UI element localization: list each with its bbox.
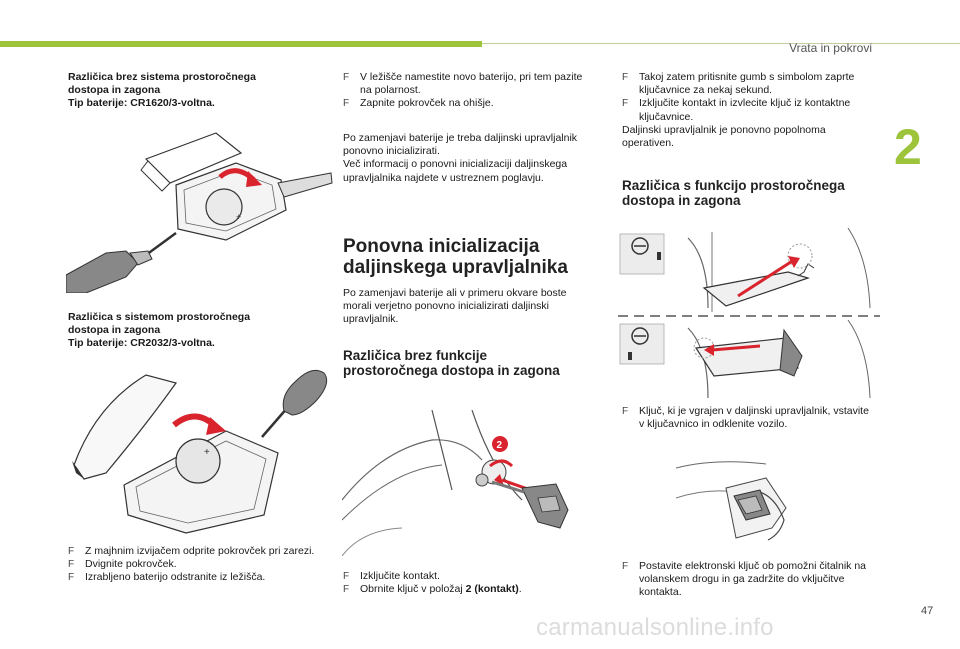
intro-line: Tip baterije: CR1620/3-voltna.: [68, 97, 215, 109]
bullet-item: Izrabljeno baterijo odstranite iz ležišč…: [68, 571, 318, 584]
battery-type-handsfree: Različica s sistemom prostoročnega dosto…: [68, 311, 308, 350]
watermark: carmanualsonline.info: [536, 614, 774, 641]
period: .: [518, 583, 522, 596]
subheading-no-handsfree: Različica brez funkcije prostoročnega do…: [343, 348, 560, 378]
col2-paragraph-2: Po zamenjavi baterije ali v primeru okva…: [343, 287, 567, 326]
reinit-heading: Ponovna inicializacija daljinskega uprav…: [343, 236, 568, 278]
chapter-number: 2: [894, 119, 922, 175]
ignition-illustration: 2: [342, 410, 572, 556]
bullet-item: V ležišče namestite novo baterijo, pri t…: [343, 71, 588, 97]
key-fob-illustration-2: +: [66, 365, 330, 537]
bullet-item: Zapnite pokrovček na ohišje.: [343, 97, 588, 110]
position-badge: 2: [497, 440, 503, 451]
bullet-item: Obrnite ključ v položaj 2 (kontakt).: [343, 583, 588, 596]
intro-line: dostopa in zagona: [68, 84, 161, 96]
paragraph-line: Več informacij o ponovni inicializaciji …: [343, 158, 568, 184]
col2-bottom-bullets: Izključite kontakt. Obrnite ključ v polo…: [343, 570, 588, 597]
section-title: Vrata in pokrovi: [789, 41, 872, 55]
bullet-item: Dvignite pokrovček.: [68, 558, 318, 571]
door-handle-illustration: [618, 228, 880, 406]
col1-instructions: Z majhnim izvijačem odprite pokrovček pr…: [68, 545, 318, 585]
col3-paragraph: Daljinski upravljalnik je ponovno popoln…: [622, 124, 826, 150]
intro-line: Različica brez sistema prostoročnega: [68, 71, 256, 83]
intro-line: Različica s sistemom prostoročnega: [68, 311, 251, 323]
col3-top-bullets: Takoj zatem pritisnite gumb s simbolom z…: [622, 71, 872, 124]
paragraph-line: Po zamenjavi baterije je treba daljinski…: [343, 132, 578, 158]
col2-paragraph-1: Po zamenjavi baterije je treba daljinski…: [343, 132, 583, 185]
col3-mid-bullet: Ključ, ki je vgrajen v daljinski upravlj…: [622, 405, 872, 431]
intro-line: Tip baterije: CR2032/3-voltna.: [68, 337, 215, 349]
intro-line: dostopa in zagona: [68, 324, 161, 336]
bullet-item: Takoj zatem pritisnite gumb s simbolom z…: [622, 71, 872, 97]
header-accent-bar: [0, 41, 482, 47]
bullet-item: Izključite kontakt.: [343, 570, 588, 583]
header-rule: [482, 43, 960, 44]
battery-type-no-handsfree: Različica brez sistema prostoročnega dos…: [68, 71, 308, 110]
bold-text: 2 (kontakt): [465, 583, 519, 596]
bullet-item: Ključ, ki je vgrajen v daljinski upravlj…: [622, 405, 872, 431]
svg-text:+: +: [204, 447, 210, 458]
svg-text:+: +: [236, 212, 241, 222]
bullet-text: Obrnite ključ v položaj: [360, 583, 463, 596]
col3-bottom-bullet: Postavite elektronski ključ ob pomožni č…: [622, 560, 872, 600]
bullet-item: Postavite elektronski ključ ob pomožni č…: [622, 560, 872, 600]
bullet-item: Izključite kontakt in izvlecite ključ iz…: [622, 97, 872, 123]
key-fob-illustration-1: +: [66, 125, 334, 293]
backup-reader-illustration: [676, 458, 796, 544]
col2-top-bullets: V ležišče namestite novo baterijo, pri t…: [343, 71, 588, 111]
bullet-item: Z majhnim izvijačem odprite pokrovček pr…: [68, 545, 318, 558]
page-number: 47: [921, 605, 934, 617]
subheading-handsfree: Različica s funkcijo prostoročnega dosto…: [622, 178, 845, 208]
